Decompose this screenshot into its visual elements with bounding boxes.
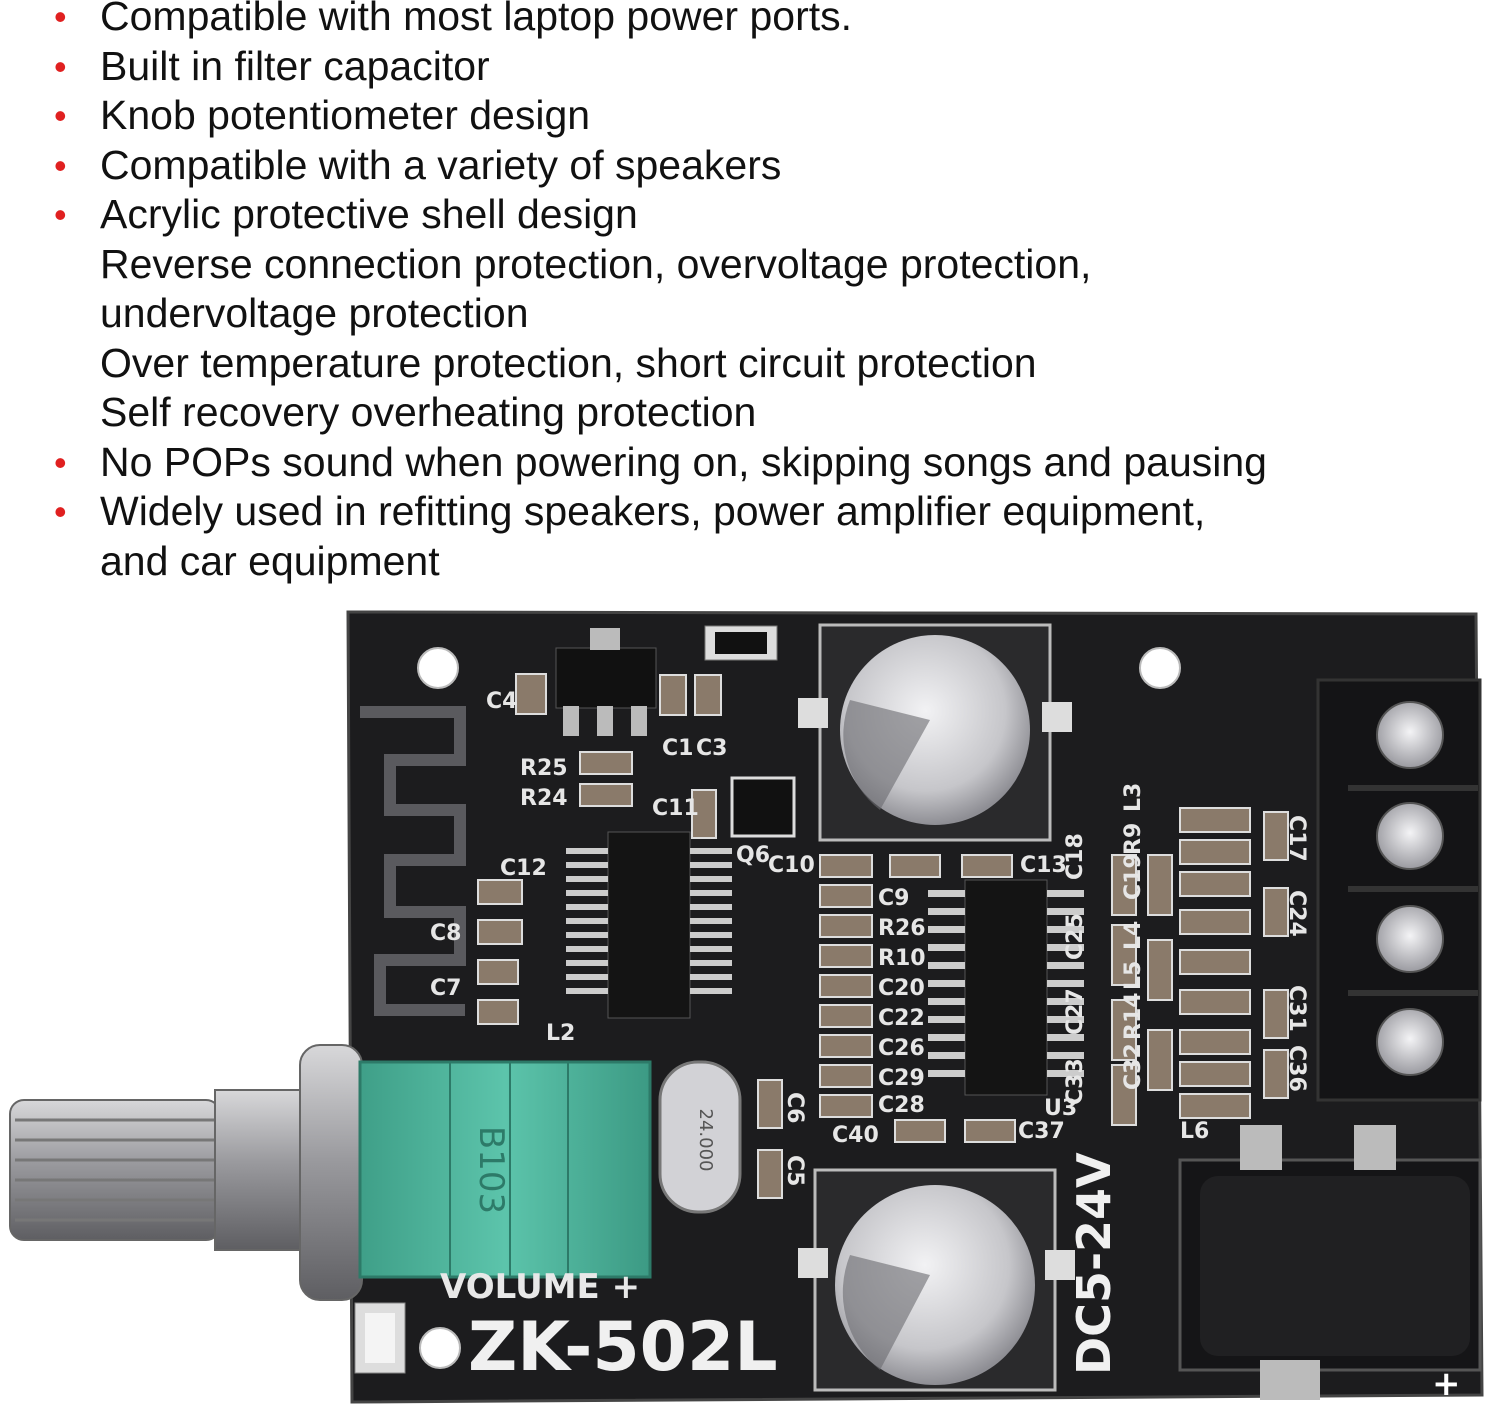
- amplifier-board-photo: 24.000 B103 VOLUME + ZK-502L DC5-24V + C…: [0, 600, 1500, 1409]
- designator: C28: [878, 1093, 925, 1118]
- designator: R25: [520, 756, 568, 781]
- mounting-hole: [417, 647, 459, 689]
- mounting-hole: [1139, 647, 1181, 689]
- plus-mark: +: [1432, 1364, 1461, 1404]
- feature-item: •Acrylic protective shell design: [0, 190, 1500, 240]
- voltage-regulator: [555, 647, 657, 709]
- designator: L6: [1180, 1119, 1209, 1144]
- feature-item-continuation: and car equipment: [100, 537, 440, 584]
- transistor-q6: [730, 776, 796, 838]
- potentiometer-marking: B103: [471, 1126, 511, 1214]
- terminal-screw: [1376, 701, 1444, 769]
- designator: R9: [1121, 823, 1146, 855]
- feature-item: •Compatible with a variety of speakers: [0, 141, 1500, 191]
- designator: C5: [782, 1155, 807, 1186]
- feature-item-continuation: Over temperature protection, short circu…: [100, 339, 1037, 386]
- crystal-oscillator: [658, 1060, 742, 1214]
- designator: C7: [430, 976, 461, 1001]
- designator: C29: [878, 1066, 925, 1091]
- feature-item: •Compatible with most laptop power ports…: [0, 0, 1500, 42]
- designator: C33: [1063, 1058, 1088, 1105]
- bullet-icon: •: [54, 0, 67, 37]
- designator: C6: [782, 1092, 807, 1123]
- designator: L4: [1121, 921, 1146, 950]
- model-label: ZK-502L: [468, 1308, 778, 1387]
- terminal-screw: [1376, 1008, 1444, 1076]
- feature-item: •Built in filter capacitor: [0, 42, 1500, 92]
- designator: C8: [430, 921, 461, 946]
- designator: U3: [1044, 1096, 1077, 1121]
- feature-item: •Widely used in refitting speakers, powe…: [0, 487, 1500, 537]
- feature-item: •No POPs sound when powering on, skippin…: [0, 438, 1500, 488]
- designator: Q6: [736, 843, 770, 868]
- feature-item-continuation: Reverse connection protection, overvolta…: [100, 240, 1092, 287]
- designator: C40: [832, 1123, 879, 1148]
- designator: C24: [1284, 890, 1309, 937]
- designator: C25: [1063, 913, 1088, 960]
- terminal-screw: [1376, 905, 1444, 973]
- designator: C10: [768, 853, 815, 878]
- bullet-icon: •: [54, 95, 67, 136]
- bullet-icon: •: [54, 194, 67, 235]
- amplifier-ic: [964, 879, 1048, 1096]
- crystal-marking: 24.000: [695, 1109, 716, 1172]
- designator: C4: [486, 689, 517, 714]
- designator: C12: [500, 856, 547, 881]
- designator: C18: [1063, 833, 1088, 880]
- bluetooth-ic: [607, 831, 691, 1019]
- designator: C26: [878, 1036, 925, 1061]
- feature-list: •Compatible with most laptop power ports…: [0, 0, 1500, 586]
- designator: C37: [1018, 1119, 1065, 1144]
- designator: L3: [1121, 783, 1146, 812]
- designator: C1: [662, 736, 693, 761]
- bullet-icon: •: [54, 144, 67, 186]
- voltage-label: DC5-24V: [1067, 1152, 1121, 1375]
- bullet-icon: •: [54, 45, 67, 87]
- designator: R10: [878, 946, 926, 971]
- feature-item: •Knob potentiometer design: [0, 91, 1500, 141]
- bullet-icon: •: [54, 491, 67, 532]
- designator: C11: [652, 796, 699, 821]
- designator: R24: [520, 786, 568, 811]
- designator: C22: [878, 1006, 925, 1031]
- designator: C27: [1063, 988, 1088, 1035]
- potentiometer-body: [358, 1060, 652, 1279]
- feature-item-continuation: undervoltage protection: [100, 290, 529, 336]
- antenna-trace: [360, 706, 466, 1016]
- designator: C32: [1121, 1043, 1146, 1090]
- mounting-hole: [419, 1327, 461, 1369]
- feature-item-continuation: Self recovery overheating protection: [100, 389, 757, 435]
- designator: C9: [878, 886, 909, 911]
- designator: C19: [1121, 853, 1146, 900]
- designator: C3: [696, 736, 727, 761]
- designator: C36: [1284, 1045, 1309, 1092]
- designator: L2: [546, 1021, 575, 1046]
- terminal-screw: [1376, 802, 1444, 870]
- designator: C17: [1284, 815, 1309, 862]
- designator: C31: [1284, 985, 1309, 1032]
- potentiometer-bracket: [299, 1044, 363, 1301]
- bullet-icon: •: [54, 441, 67, 483]
- designator: L5: [1121, 961, 1146, 990]
- designator: C13: [1020, 853, 1067, 878]
- volume-label: VOLUME +: [440, 1267, 640, 1307]
- designator: R26: [878, 916, 926, 941]
- designator: C20: [878, 976, 925, 1001]
- designator: R14: [1121, 992, 1146, 1040]
